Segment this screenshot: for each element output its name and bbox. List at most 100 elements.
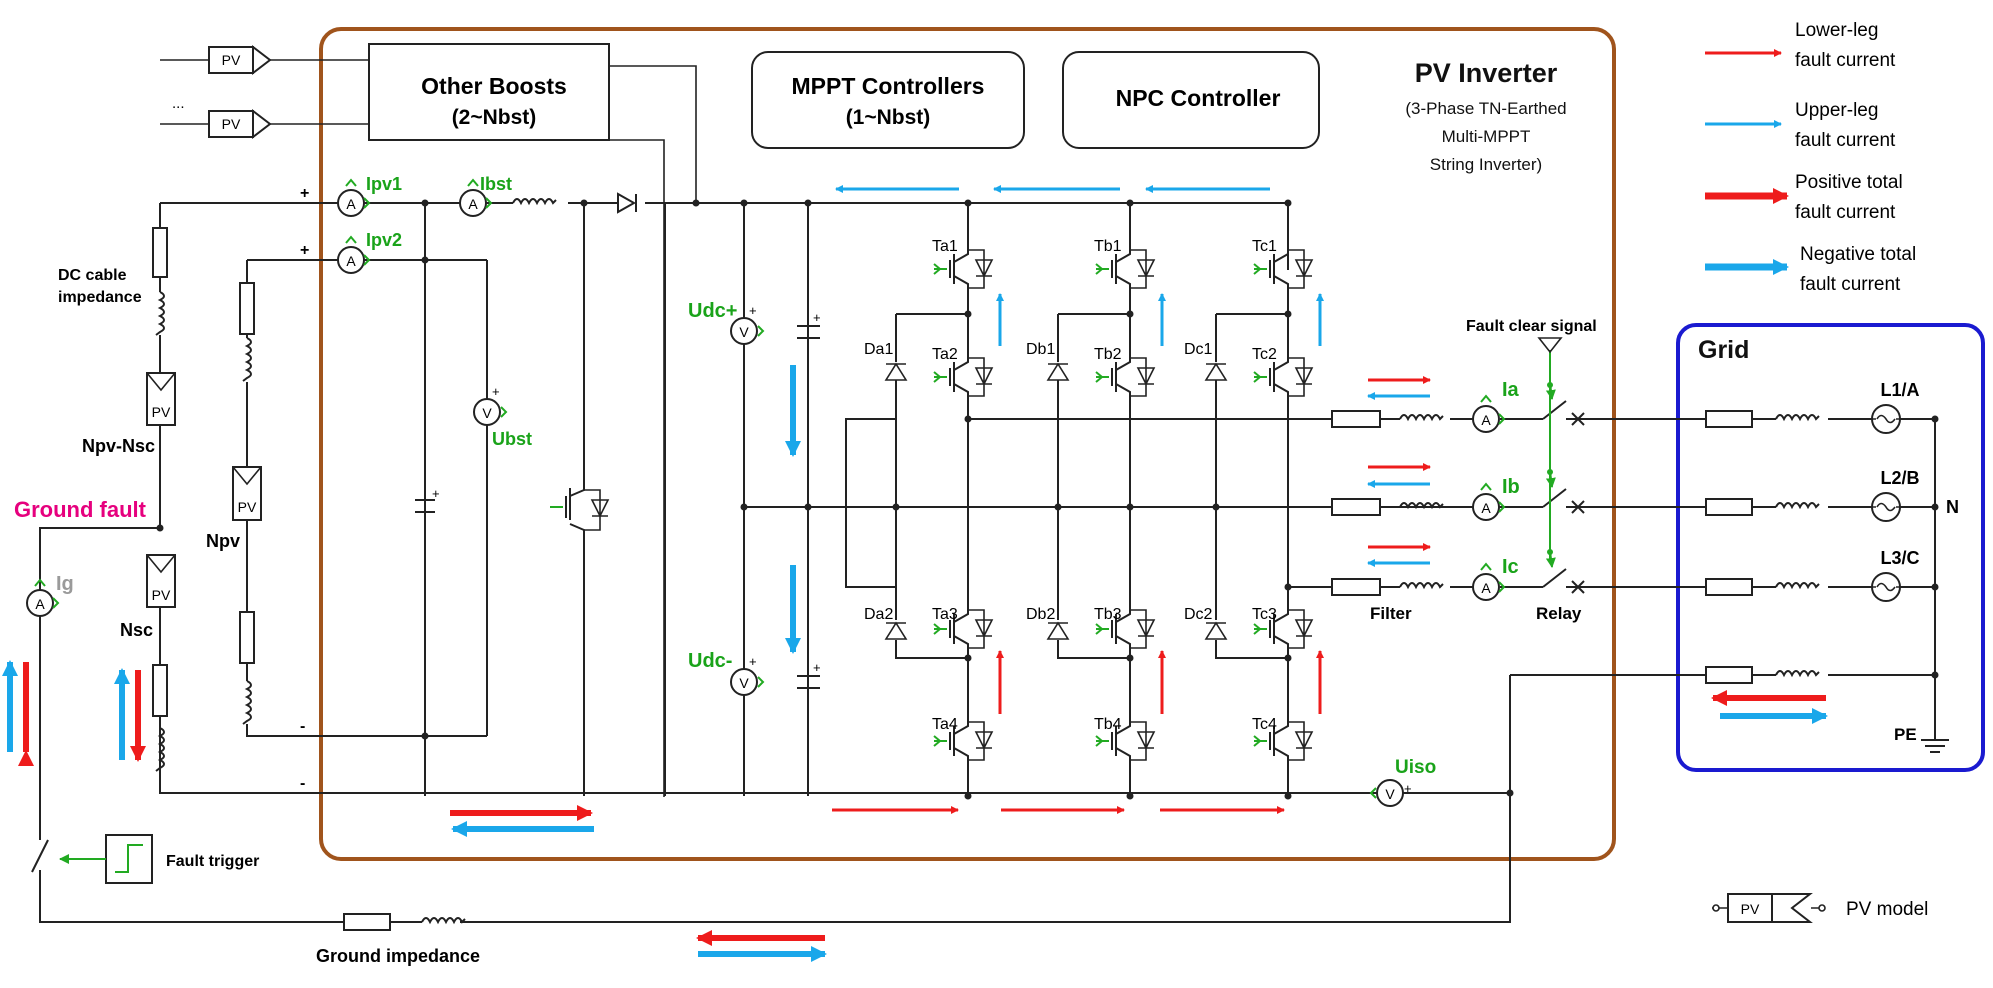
- relay-label: Relay: [1536, 604, 1582, 623]
- dc-link: V + V + + +: [730, 203, 821, 796]
- dc-cable-label-1: DC cable: [58, 267, 127, 284]
- uiso-voltmeter: V+: [1369, 779, 1514, 807]
- igbt-tb2: [1095, 348, 1156, 406]
- other-boosts-range: (2~Nbst): [452, 106, 537, 129]
- other-boost-pv-inputs: PV PV ...: [160, 44, 697, 797]
- switch-label: Tb2: [1094, 346, 1122, 363]
- switch-label: Tb4: [1094, 716, 1122, 733]
- ipv1-ammeter: A +: [300, 178, 371, 217]
- diode-db1: [1046, 362, 1070, 381]
- svg-text:PV: PV: [152, 587, 171, 603]
- svg-text:A: A: [1481, 500, 1491, 516]
- svg-text:A: A: [1481, 580, 1491, 596]
- svg-text:V: V: [1385, 786, 1395, 802]
- grid-boundary: [1676, 323, 1985, 772]
- igbt-tc1: [1253, 240, 1314, 298]
- svg-text:+: +: [813, 660, 821, 675]
- fault-current-arrows: [2, 185, 1828, 962]
- svg-text:A: A: [346, 253, 356, 269]
- pv-string-main: PV PV: [146, 202, 1510, 794]
- igbt-tb1: [1095, 240, 1156, 298]
- switch-label: Tc4: [1252, 716, 1277, 733]
- nsc-label: Nsc: [120, 620, 153, 640]
- diode-label: Db1: [1026, 341, 1055, 358]
- svg-text:V: V: [739, 675, 749, 691]
- igbt-tc2: [1253, 348, 1314, 406]
- grid-pe-label: PE: [1894, 725, 1917, 744]
- diode-label: Dc2: [1184, 606, 1213, 623]
- legend-upper-leg-2: fault current: [1795, 130, 1896, 151]
- svg-text:PV: PV: [238, 499, 257, 515]
- mppt-label: MPPT Controllers: [792, 73, 985, 99]
- filter-label: Filter: [1370, 604, 1412, 623]
- ipv2-label: Ipv2: [366, 230, 402, 250]
- legend-negative-total-2: fault current: [1800, 274, 1901, 295]
- svg-text:A: A: [468, 196, 478, 212]
- svg-text:+: +: [813, 310, 821, 325]
- igbt-tb3: [1095, 600, 1156, 658]
- svg-text:PV: PV: [152, 404, 171, 420]
- svg-text:+: +: [492, 384, 500, 399]
- mppt-controllers-box: [751, 51, 1025, 149]
- ac-phase-3: A: [1331, 550, 1901, 602]
- switch-label: Tb1: [1094, 238, 1122, 255]
- ipv1-label: Ipv1: [366, 174, 402, 194]
- switch-label: Tb3: [1094, 606, 1122, 623]
- inverter-subtitle-3: String Inverter): [1430, 155, 1542, 174]
- npv-nsc-label: Npv-Nsc: [82, 436, 155, 456]
- svg-text:-: -: [300, 775, 305, 792]
- ground-fault-label: Ground fault: [14, 497, 147, 522]
- igbt-tb4: [1095, 712, 1156, 770]
- svg-text:+: +: [432, 486, 440, 501]
- legend-negative-total-1: Negative total: [1800, 244, 1916, 265]
- npv-label: Npv: [206, 531, 240, 551]
- grid-l3-label: L3/C: [1880, 548, 1919, 568]
- other-boosts-label: Other Boosts: [421, 73, 567, 99]
- pv-string-second: PV: [232, 259, 487, 737]
- svg-text:V: V: [482, 405, 492, 421]
- grid-l1-label: L1/A: [1880, 380, 1919, 400]
- udc-minus-label: Udc-: [688, 650, 732, 672]
- legend-pv-model: PV model: [1846, 899, 1928, 920]
- npc-controller-box: [1062, 51, 1320, 149]
- igbt-ta1: [933, 240, 994, 298]
- other-boosts-box: [368, 43, 610, 141]
- ac-phase-2: A: [1331, 470, 1901, 522]
- igbt-tc3: [1253, 600, 1314, 658]
- igbt-ta2: [933, 348, 994, 406]
- svg-text:+: +: [300, 242, 309, 259]
- switch-label: Ta2: [932, 346, 958, 363]
- svg-text:PV: PV: [222, 116, 241, 132]
- uiso-label: Uiso: [1395, 757, 1436, 778]
- diode-da2: [884, 621, 908, 640]
- ground-impedance-label: Ground impedance: [316, 946, 480, 966]
- svg-text:+: +: [1404, 781, 1412, 796]
- switch-label: Tc2: [1252, 346, 1277, 363]
- igbt-ta4: [933, 712, 994, 770]
- ac-phase-1: A: [1331, 382, 1901, 434]
- switch-label: Ta3: [932, 606, 958, 623]
- grid-title: Grid: [1698, 336, 1749, 364]
- svg-text:PV: PV: [222, 52, 241, 68]
- svg-text:+: +: [749, 303, 757, 318]
- legend: Lower-leg fault current Upper-leg fault …: [1705, 20, 1928, 923]
- ubst-voltmeter: V +: [473, 384, 508, 426]
- grid-n-label: N: [1946, 497, 1959, 517]
- diode-dc1: [1204, 362, 1228, 381]
- ibst-label: Ibst: [480, 174, 512, 194]
- diode-label: Da1: [864, 341, 893, 358]
- ib-label: Ib: [1502, 476, 1520, 498]
- svg-text:A: A: [1481, 412, 1491, 428]
- ipv2-ammeter: A + - -: [300, 235, 371, 792]
- legend-lower-leg-1: Lower-leg: [1795, 20, 1878, 41]
- ibst-ammeter: A: [459, 178, 493, 217]
- boost-switch: [550, 478, 610, 542]
- fault-clear-label: Fault clear signal: [1466, 318, 1597, 335]
- ig-label: Ig: [56, 573, 74, 595]
- legend-lower-leg-2: fault current: [1795, 50, 1896, 71]
